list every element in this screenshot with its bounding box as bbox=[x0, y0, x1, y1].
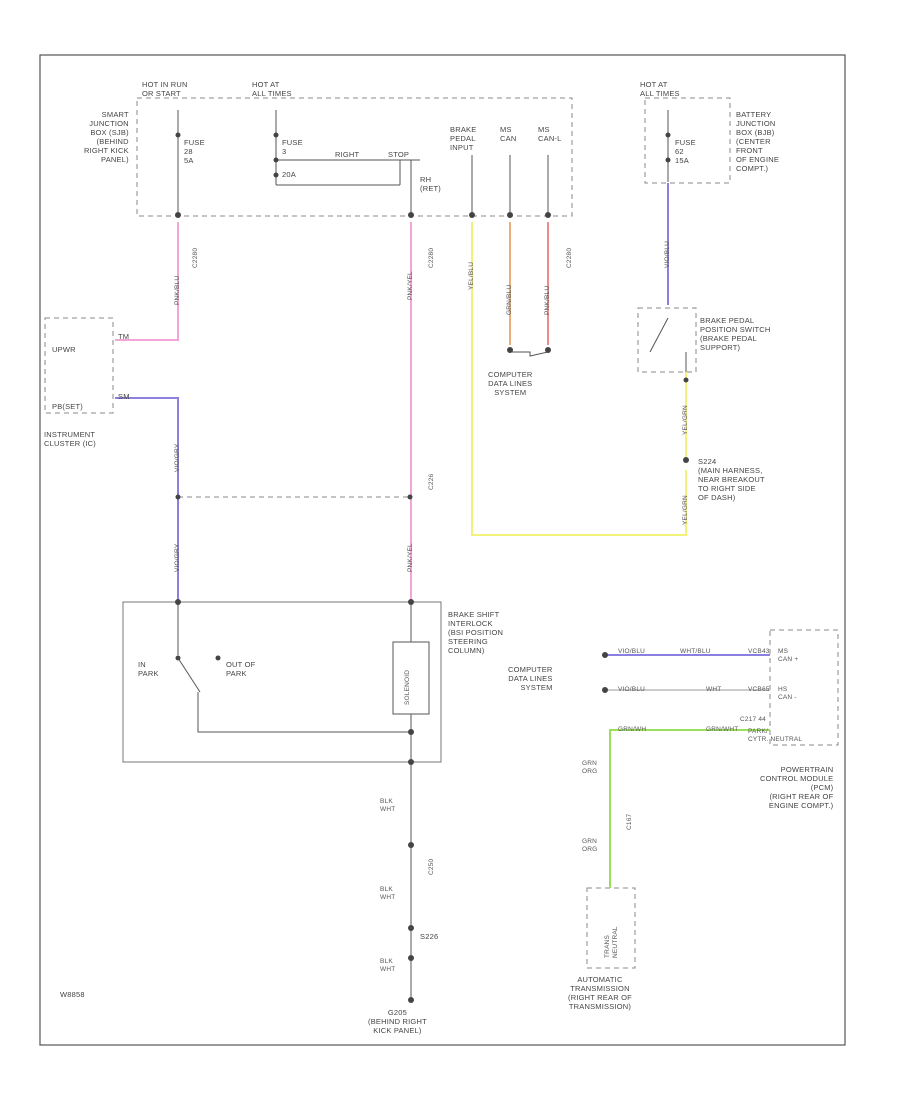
ipc-pin-top: TM bbox=[118, 332, 130, 341]
wire-grn-can-color: GRN/BLU bbox=[506, 284, 513, 315]
bsi-box bbox=[122, 601, 442, 763]
wire-blk-b-color: BLK WHT bbox=[380, 886, 396, 901]
brake-switch-arm bbox=[649, 317, 669, 353]
ground-g205-label: G205 (BEHIND RIGHT KICK PANEL) bbox=[368, 1008, 427, 1035]
bsi-park-switch-arm bbox=[177, 657, 201, 693]
splice-s224-label: S224 (MAIN HARNESS, NEAR BREAKOUT TO RIG… bbox=[698, 457, 765, 502]
figure-id: W8858 bbox=[60, 990, 85, 999]
computer-data-lines-1: COMPUTER DATA LINES SYSTEM bbox=[488, 370, 533, 397]
bsi-out-of-park: OUT OF PARK bbox=[226, 660, 256, 678]
pcm-pin2: HS CAN - bbox=[778, 686, 797, 701]
wire-vio-left bbox=[115, 397, 179, 602]
brake-pedal-switch-label: BRAKE PEDAL POSITION SWITCH (BRAKE PEDAL… bbox=[700, 316, 771, 352]
bjb-fuse: FUSE 62 15A bbox=[675, 138, 696, 165]
wire-grn-pcm2-color: GRN/WHT bbox=[706, 726, 739, 733]
sjb-box bbox=[136, 97, 573, 217]
ipc-label-top: UPWR bbox=[52, 345, 76, 354]
trans-name: AUTOMATIC TRANSMISSION (RIGHT REAR OF TR… bbox=[568, 975, 632, 1011]
ms-can-h-label: MS CAN bbox=[500, 125, 517, 143]
pcm-pin-a: VCB43 bbox=[748, 648, 770, 655]
wire-wht-pcm-color: WHT/BLU bbox=[680, 648, 711, 655]
sjb-relay-right: RIGHT bbox=[335, 150, 360, 159]
bsi-in-park: IN PARK bbox=[138, 660, 159, 678]
hot-all-times-label-2: HOT AT ALL TIMES bbox=[640, 80, 680, 98]
wire-grn-left-b-color: GRN ORG bbox=[582, 838, 598, 853]
wire-yel-brake-color: YEL/BLU bbox=[468, 261, 475, 290]
bsi-solenoid-label: SOLENOID bbox=[404, 669, 411, 705]
computer-data-lines-2: COMPUTER DATA LINES SYSTEM bbox=[508, 665, 553, 692]
sjb-rh-label: RH (RET) bbox=[420, 175, 441, 193]
wire-wht-pcm2-color: WHT bbox=[706, 686, 722, 693]
wire-yel-switch-color: YEL/GRN bbox=[682, 405, 689, 435]
ipc-pin-bottom: SM bbox=[118, 392, 130, 401]
sjb-fuse-b: FUSE 3 bbox=[282, 138, 303, 156]
wire-pnk-mid-a-color: PNK/YEL bbox=[407, 271, 414, 300]
connector-c2280-c: C2280 bbox=[566, 247, 573, 268]
pcm-pin-b: VCB65 bbox=[748, 686, 770, 693]
sjb-fuse-b-amp: 20A bbox=[282, 170, 296, 179]
junction-dots bbox=[175, 132, 689, 1003]
sjb-fuse-a: FUSE 28 5A bbox=[184, 138, 205, 165]
wire-vio-left-a-color: VIO/GRY bbox=[174, 443, 181, 472]
brake-switch-box bbox=[637, 307, 697, 373]
trans-box bbox=[586, 887, 636, 969]
wire-yel-brake bbox=[471, 222, 687, 536]
can-bracket bbox=[509, 350, 549, 357]
brake-pedal-input-label: BRAKE PEDAL INPUT bbox=[450, 125, 477, 152]
wire-vio-pcm-color: VIO/BLU bbox=[618, 648, 646, 655]
hot-all-times-label-1: HOT AT ALL TIMES bbox=[252, 80, 292, 98]
sjb-label: SMART JUNCTION BOX (SJB) (BEHIND RIGHT K… bbox=[84, 110, 129, 164]
splice-s226-label: S226 bbox=[420, 932, 439, 941]
trans-sensor-label: TRANS NEUTRAL bbox=[604, 926, 619, 958]
ms-can-l-label: MS CAN-L bbox=[538, 125, 562, 143]
connector-c226: C226 bbox=[428, 473, 435, 490]
wire-pnk-left-color: PNK/BLU bbox=[174, 275, 181, 305]
wire-pnk-mid-b-color: PNK/YEL bbox=[407, 543, 414, 572]
bjb-box bbox=[644, 97, 731, 184]
diagram-frame bbox=[39, 54, 846, 1046]
pcm-box bbox=[769, 629, 839, 746]
wire-grn-left-a-color: GRN ORG bbox=[582, 760, 598, 775]
wire-grn-pcm bbox=[609, 729, 770, 888]
pcm-pin3: PARK/ CYTR. NEUTRAL bbox=[748, 728, 803, 743]
connector-c250: C250 bbox=[428, 858, 435, 875]
wire-yel-splice-color: YEL/GRN bbox=[682, 495, 689, 525]
bsi-park-return bbox=[197, 692, 411, 733]
wire-vio-pcm2-color: VIO/BLU bbox=[618, 686, 646, 693]
wire-vio-left-b-color: VIO/GRY bbox=[174, 543, 181, 572]
wire-grn-pcm-color: GRN/WH bbox=[618, 726, 647, 733]
wire-blk-c-color: BLK WHT bbox=[380, 958, 396, 973]
ipc-name: INSTRUMENT CLUSTER (IC) bbox=[44, 430, 96, 448]
hot-run-start-label: HOT IN RUN OR START bbox=[142, 80, 188, 98]
connector-c167: C167 bbox=[626, 813, 633, 830]
pcm-pin1: MS CAN + bbox=[778, 648, 799, 663]
pcm-pin-c: C217 44 bbox=[740, 716, 766, 723]
wire-vio-bjb-color: VIO/BLU bbox=[664, 240, 671, 268]
connector-c2280-a: C2280 bbox=[192, 247, 199, 268]
wire-pnk-can-color: PNK/BLU bbox=[544, 285, 551, 315]
ipc-box bbox=[44, 317, 114, 414]
sjb-relay-stop: STOP bbox=[388, 150, 410, 159]
wire-blk-a-color: BLK WHT bbox=[380, 798, 396, 813]
connector-c2280-b: C2280 bbox=[428, 247, 435, 268]
ipc-label-bottom: PB(SET) bbox=[52, 402, 83, 411]
wire-pnk-left bbox=[115, 222, 179, 341]
pcm-name: POWERTRAIN CONTROL MODULE (PCM) (RIGHT R… bbox=[760, 765, 834, 810]
bsi-label: BRAKE SHIFT INTERLOCK (BSI POSITION STEE… bbox=[448, 610, 504, 655]
bjb-label: BATTERY JUNCTION BOX (BJB) (CENTER FRONT… bbox=[736, 110, 780, 173]
